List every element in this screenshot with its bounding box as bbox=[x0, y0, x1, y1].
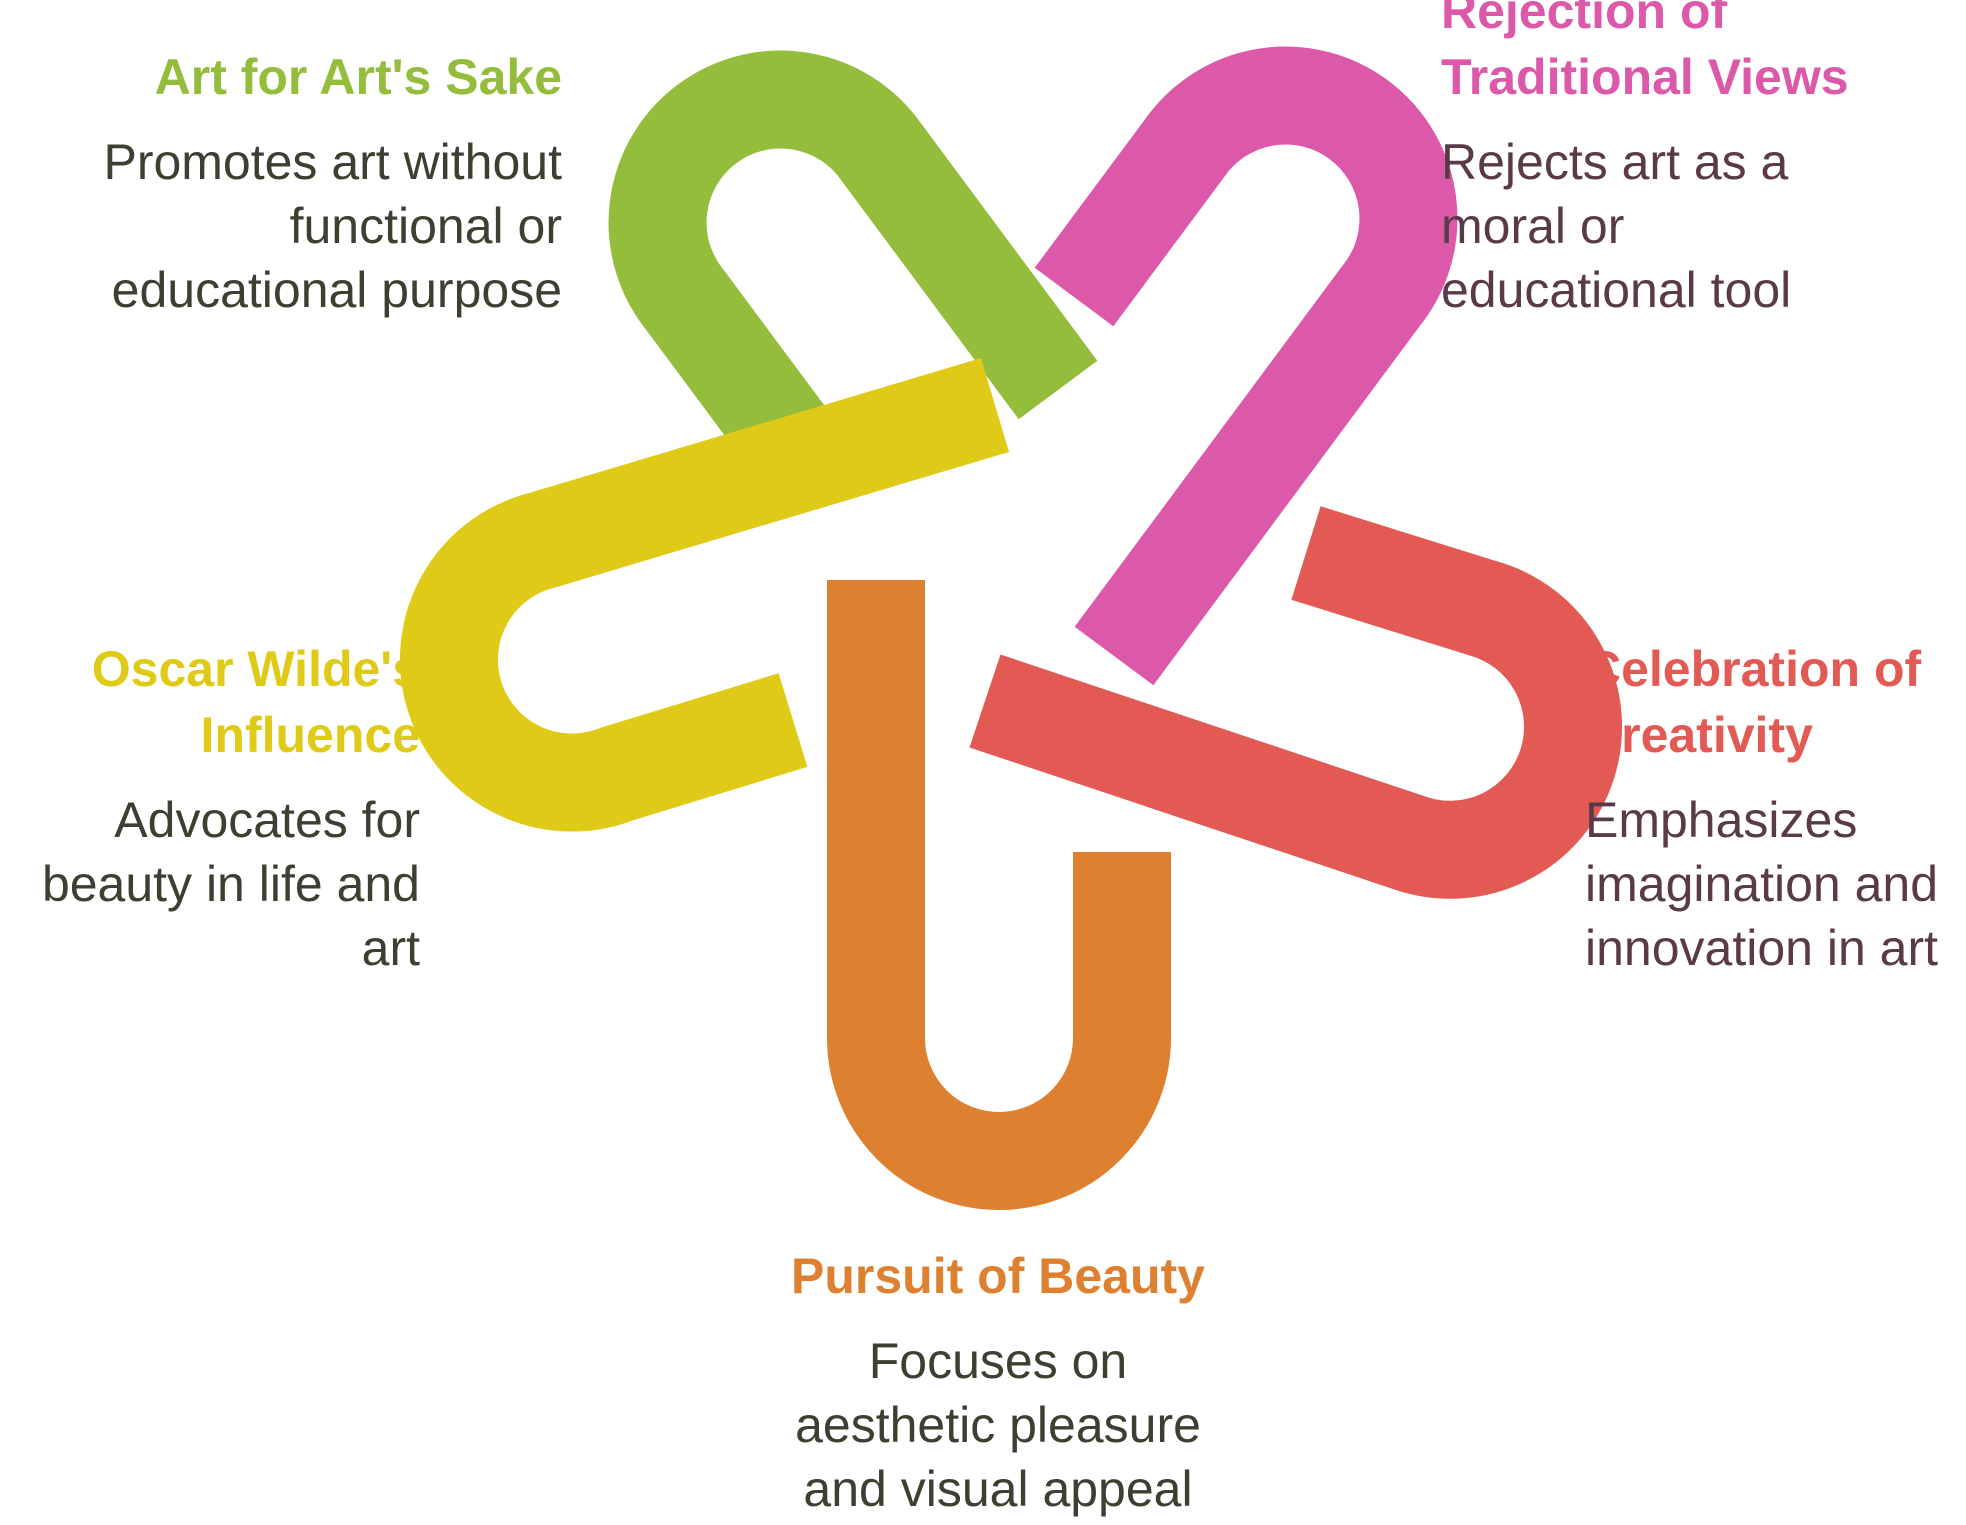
item-description: Promotes art without functional or educa… bbox=[103, 134, 562, 318]
yellow-loop-arm bbox=[399, 358, 1010, 832]
item-rejection-of-traditional-views: Rejection of Traditional Views Rejects a… bbox=[1441, 0, 1911, 322]
item-title: Rejection of Traditional Views bbox=[1441, 0, 1849, 105]
red-loop-arm bbox=[969, 506, 1623, 899]
item-celebration-of-creativity: Celebration of Creativity Emphasizes ima… bbox=[1585, 636, 1965, 980]
item-description: Focuses on aesthetic pleasure and visual… bbox=[795, 1333, 1201, 1517]
item-description: Rejects art as a moral or educational to… bbox=[1441, 134, 1792, 318]
item-title: Pursuit of Beauty bbox=[791, 1248, 1205, 1304]
item-pursuit-of-beauty: Pursuit of Beauty Focuses on aesthetic p… bbox=[748, 1243, 1248, 1521]
item-oscar-wildes-influence: Oscar Wilde's Influence Advocates for be… bbox=[0, 636, 420, 980]
pink-loop-arm bbox=[1034, 46, 1458, 686]
item-title: Oscar Wilde's Influence bbox=[91, 641, 420, 763]
green-loop-arm bbox=[608, 50, 1098, 478]
item-art-for-arts-sake: Art for Art's Sake Promotes art without … bbox=[2, 44, 562, 322]
orange-loop-arm bbox=[827, 580, 1171, 1210]
item-description: Advocates for beauty in life and art bbox=[41, 792, 420, 976]
loop-group bbox=[399, 46, 1623, 1210]
item-title: Celebration of Creativity bbox=[1585, 641, 1922, 763]
item-title: Art for Art's Sake bbox=[154, 49, 562, 105]
item-description: Emphasizes imagination and innovation in… bbox=[1585, 792, 1939, 976]
